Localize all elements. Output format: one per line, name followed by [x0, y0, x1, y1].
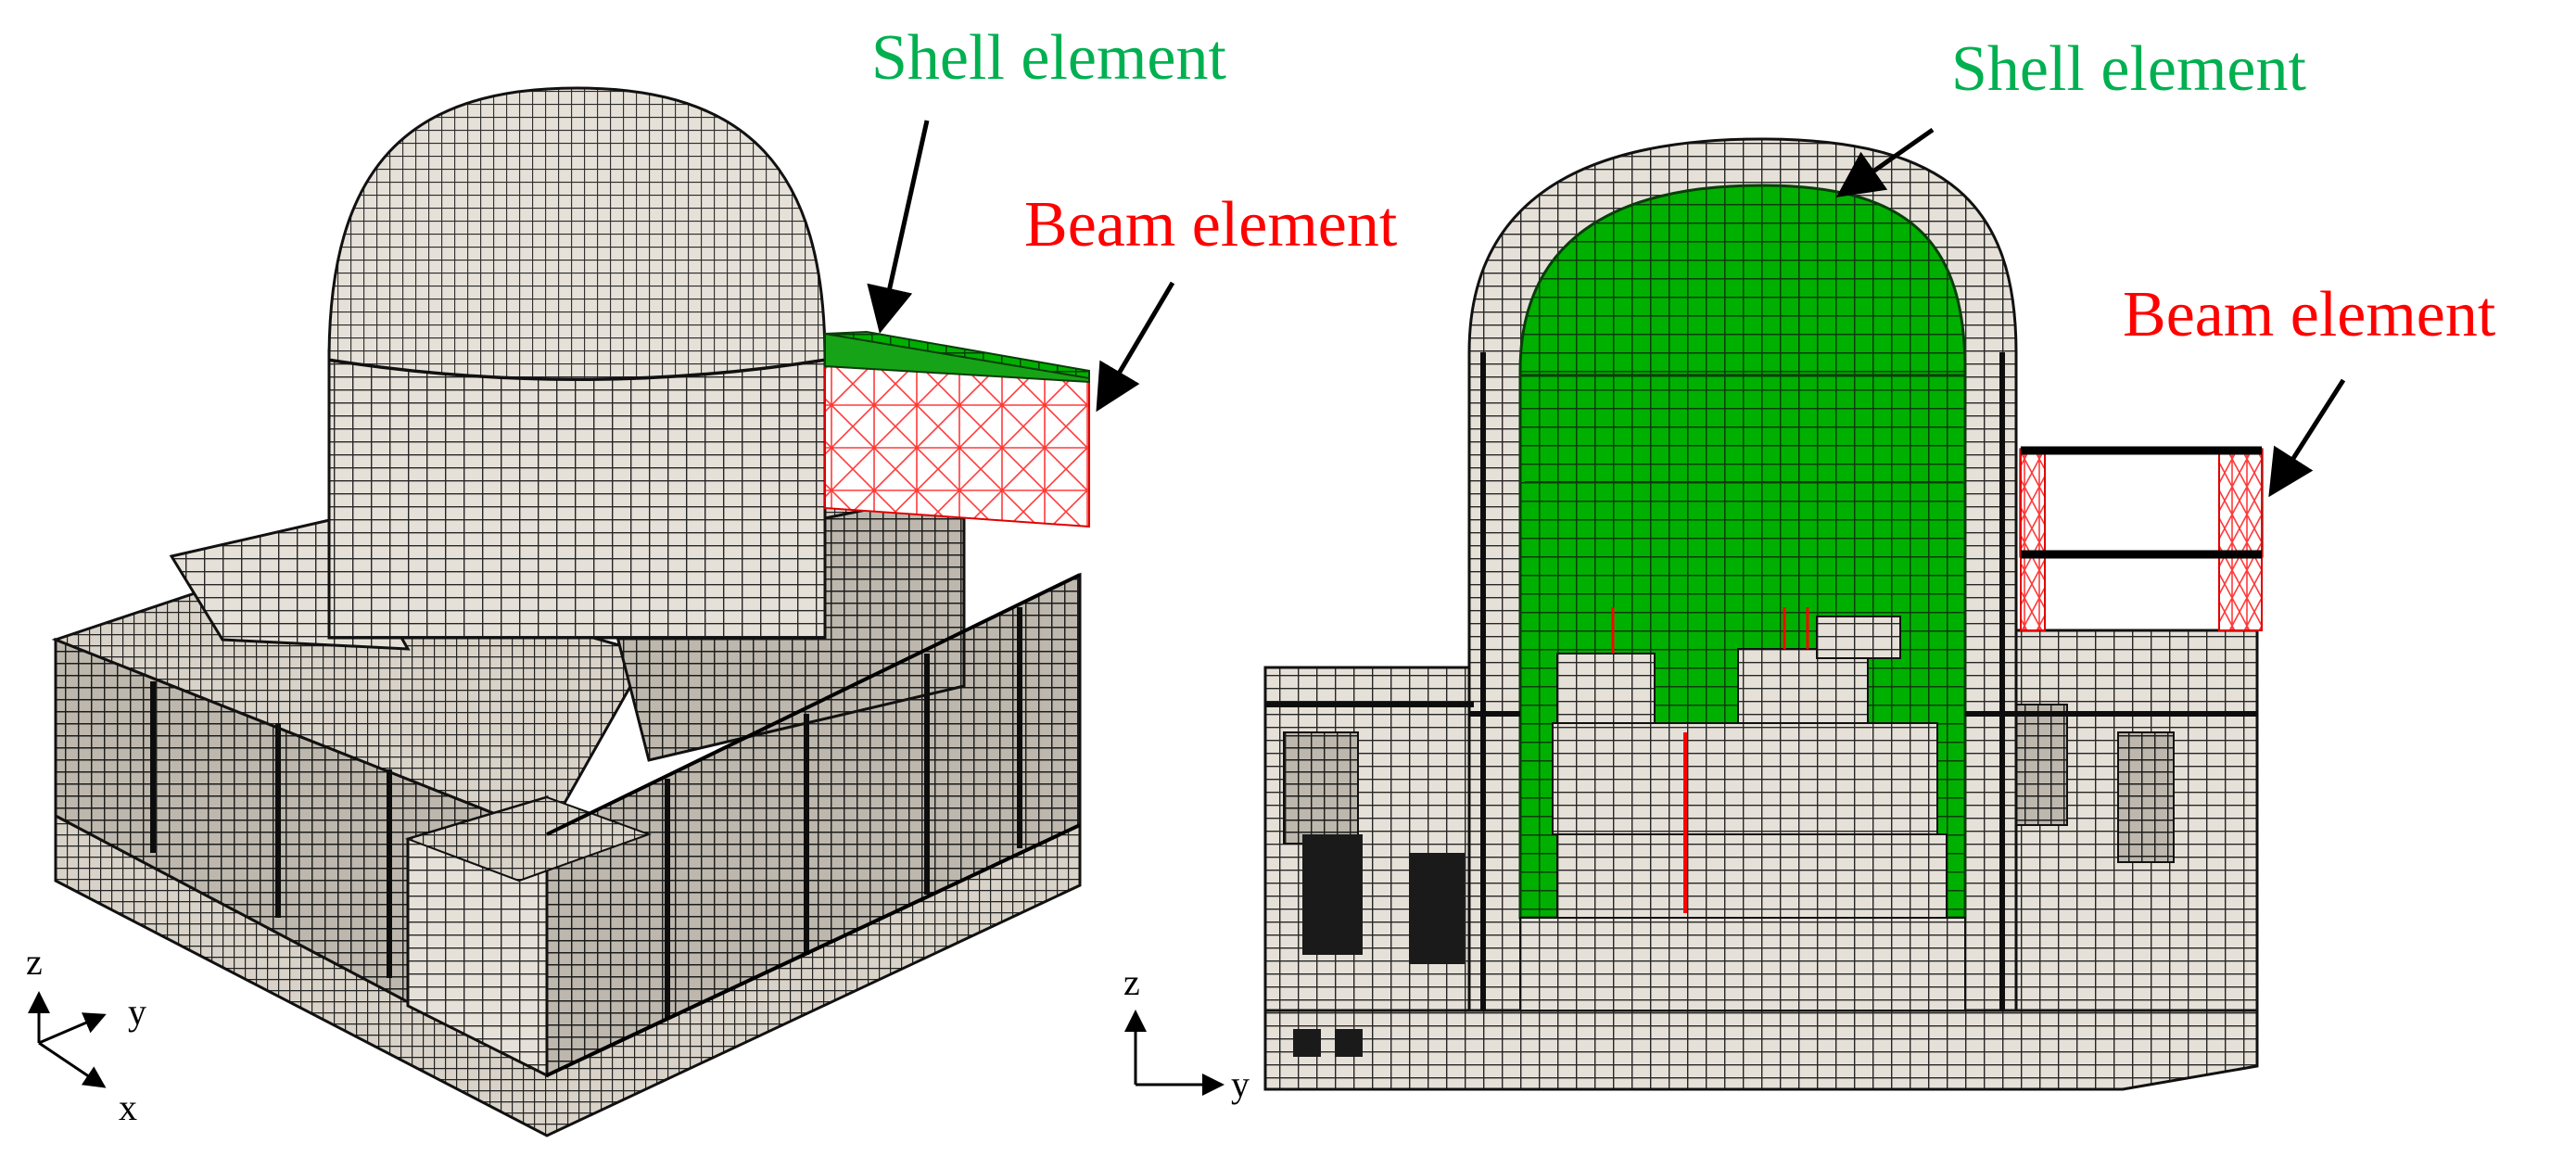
right-axis-z-label: z: [1123, 961, 1140, 1003]
beam-element-label-left: Beam element: [1024, 189, 1398, 260]
shell-arrow-right: [1835, 127, 1935, 197]
left-axis-y-label: y: [128, 991, 146, 1033]
left-axis-z-label: z: [26, 941, 43, 983]
left-coordinate-axes: [28, 991, 107, 1088]
shell-element-label-left: Shell element: [871, 22, 1226, 94]
beam-arrow-left: [1096, 281, 1175, 413]
right-coordinate-axes: [1124, 1010, 1225, 1096]
right-section-model: [1263, 137, 2264, 1091]
shell-element-label-right: Shell element: [1951, 33, 2306, 105]
left-annotation-arrows: [867, 120, 1175, 413]
left-3d-model: [51, 86, 1090, 1137]
beam-arrow-right: [2268, 378, 2346, 498]
right-axis-y-label: y: [1231, 1063, 1250, 1105]
left-axis-x-label: x: [119, 1086, 137, 1128]
beam-element-label-right: Beam element: [2123, 279, 2496, 350]
shell-arrow-left: [867, 120, 930, 334]
right-annotation-arrows: [1835, 127, 2346, 498]
